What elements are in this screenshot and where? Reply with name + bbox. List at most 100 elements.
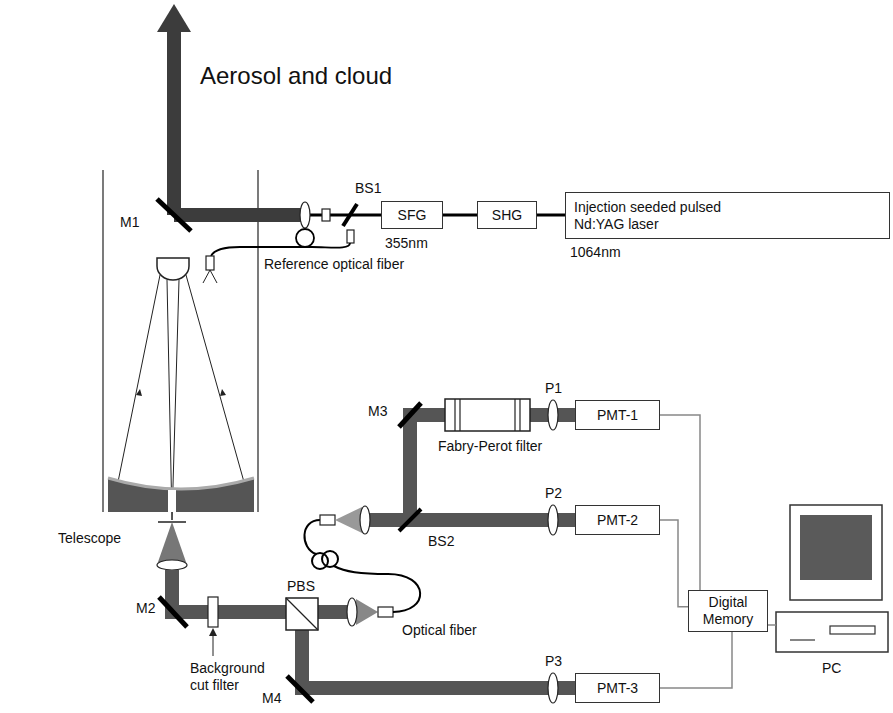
leader-line — [213, 634, 214, 656]
fiber-connector — [206, 256, 214, 270]
lens — [548, 673, 558, 703]
lens — [548, 505, 558, 535]
lens — [548, 400, 558, 430]
laser-beam-line — [305, 214, 381, 217]
fiber-loop — [296, 229, 314, 247]
mirror — [287, 676, 313, 702]
fiber-connector — [347, 230, 354, 243]
fiber-connector — [378, 607, 393, 617]
monitor-screen — [800, 515, 872, 580]
fiber-connector — [320, 515, 335, 525]
laser-beam — [174, 208, 305, 222]
signal-wire — [660, 632, 732, 688]
background-filter — [208, 597, 218, 627]
received-beam — [165, 605, 286, 619]
beam-expander — [322, 209, 330, 221]
memory-box: Digital Memory — [688, 590, 768, 632]
node-text: Injection seeded pulsed Nd:YAG laser — [574, 199, 764, 233]
beam-splitter — [399, 509, 421, 531]
computer-base — [776, 612, 888, 652]
received-beam — [367, 513, 575, 527]
ray-arrowhead — [136, 389, 142, 396]
etalon-plate — [519, 399, 520, 431]
fiber-loop — [312, 553, 328, 569]
light-ray — [167, 280, 172, 520]
part-label: P3 — [545, 653, 562, 670]
received-beam — [403, 408, 417, 520]
mirror-hole — [168, 490, 176, 512]
beam-splitter-diagonal — [286, 598, 318, 630]
reference-fiber — [211, 243, 350, 256]
beam-splitter — [343, 204, 357, 226]
ray-arrowhead — [220, 389, 226, 396]
lens — [347, 598, 357, 626]
secondary-mirror — [157, 258, 189, 280]
disk-slot — [830, 626, 875, 634]
node-text: PMT-3 — [597, 680, 638, 697]
part-label: 355nm — [385, 235, 428, 252]
light-cone — [158, 522, 186, 562]
laser-box: Injection seeded pulsed Nd:YAG laser — [565, 192, 890, 239]
node-text: SHG — [492, 207, 522, 224]
telescope-tube-line — [102, 170, 103, 512]
part-label: M4 — [262, 690, 281, 707]
optical-fiber — [304, 520, 320, 554]
part-label: BS2 — [428, 533, 454, 550]
lens — [360, 506, 370, 534]
part-label: M2 — [136, 600, 155, 617]
etalon-plate — [514, 399, 515, 431]
part-label: Background cut filter — [190, 660, 280, 694]
computer-monitor — [790, 505, 882, 600]
leader-arrowhead — [209, 628, 217, 636]
cloud-region: Aerosol and cloud — [15, 3, 645, 173]
primary-mirror-surface — [108, 478, 254, 489]
light-ray — [118, 275, 160, 482]
etalon-plate — [459, 399, 460, 431]
cloud-ellipse — [15, 3, 645, 173]
part-label: PC — [822, 660, 841, 677]
disk-slot — [790, 639, 815, 640]
part-label: PBS — [287, 578, 315, 595]
mirror — [159, 597, 187, 627]
detector-box: PMT-1 — [575, 400, 660, 430]
beam-arrowhead — [157, 4, 191, 32]
part-label: BS1 — [355, 180, 381, 197]
optical-fiber — [334, 566, 420, 612]
part-label: P1 — [545, 380, 562, 397]
part-label: M3 — [368, 403, 387, 420]
light-ray — [172, 280, 179, 520]
signal-wire — [660, 415, 700, 590]
light-ray — [186, 275, 244, 482]
part-label: 1064nm — [570, 244, 621, 261]
part-label: Reference optical fiber — [264, 256, 404, 273]
fabry-perot-filter — [445, 399, 530, 431]
fiber-output-line — [203, 270, 210, 283]
mirror — [399, 403, 421, 427]
laser-beam — [167, 30, 181, 215]
signal-wire — [660, 520, 688, 607]
node-text: PMT-2 — [597, 512, 638, 529]
part-label: Telescope — [58, 530, 121, 547]
part-label: P2 — [545, 485, 562, 502]
detector-box: PMT-2 — [575, 505, 660, 535]
node-text: Aerosol and cloud — [200, 62, 392, 91]
lens — [300, 202, 310, 228]
etalon-plate — [454, 399, 455, 431]
harmonic-generator-box: SFG — [381, 201, 443, 229]
node-text: SFG — [398, 207, 427, 224]
node-text: PMT-1 — [597, 407, 638, 424]
part-label: Optical fiber — [402, 622, 477, 639]
detector-box: PMT-3 — [575, 673, 660, 703]
part-label: M1 — [120, 214, 139, 231]
light-cone — [356, 599, 378, 625]
polarizing-beam-splitter — [286, 598, 318, 630]
harmonic-generator-box: SHG — [477, 201, 537, 229]
laser-beam-line — [537, 214, 565, 217]
primary-mirror — [108, 478, 254, 512]
node-text: Digital Memory — [695, 594, 761, 628]
fiber-output-line — [210, 270, 217, 283]
part-label: Fabry-Perot filter — [438, 438, 542, 455]
laser-beam-line — [443, 214, 477, 217]
lens — [157, 560, 187, 570]
mirror — [157, 199, 191, 231]
